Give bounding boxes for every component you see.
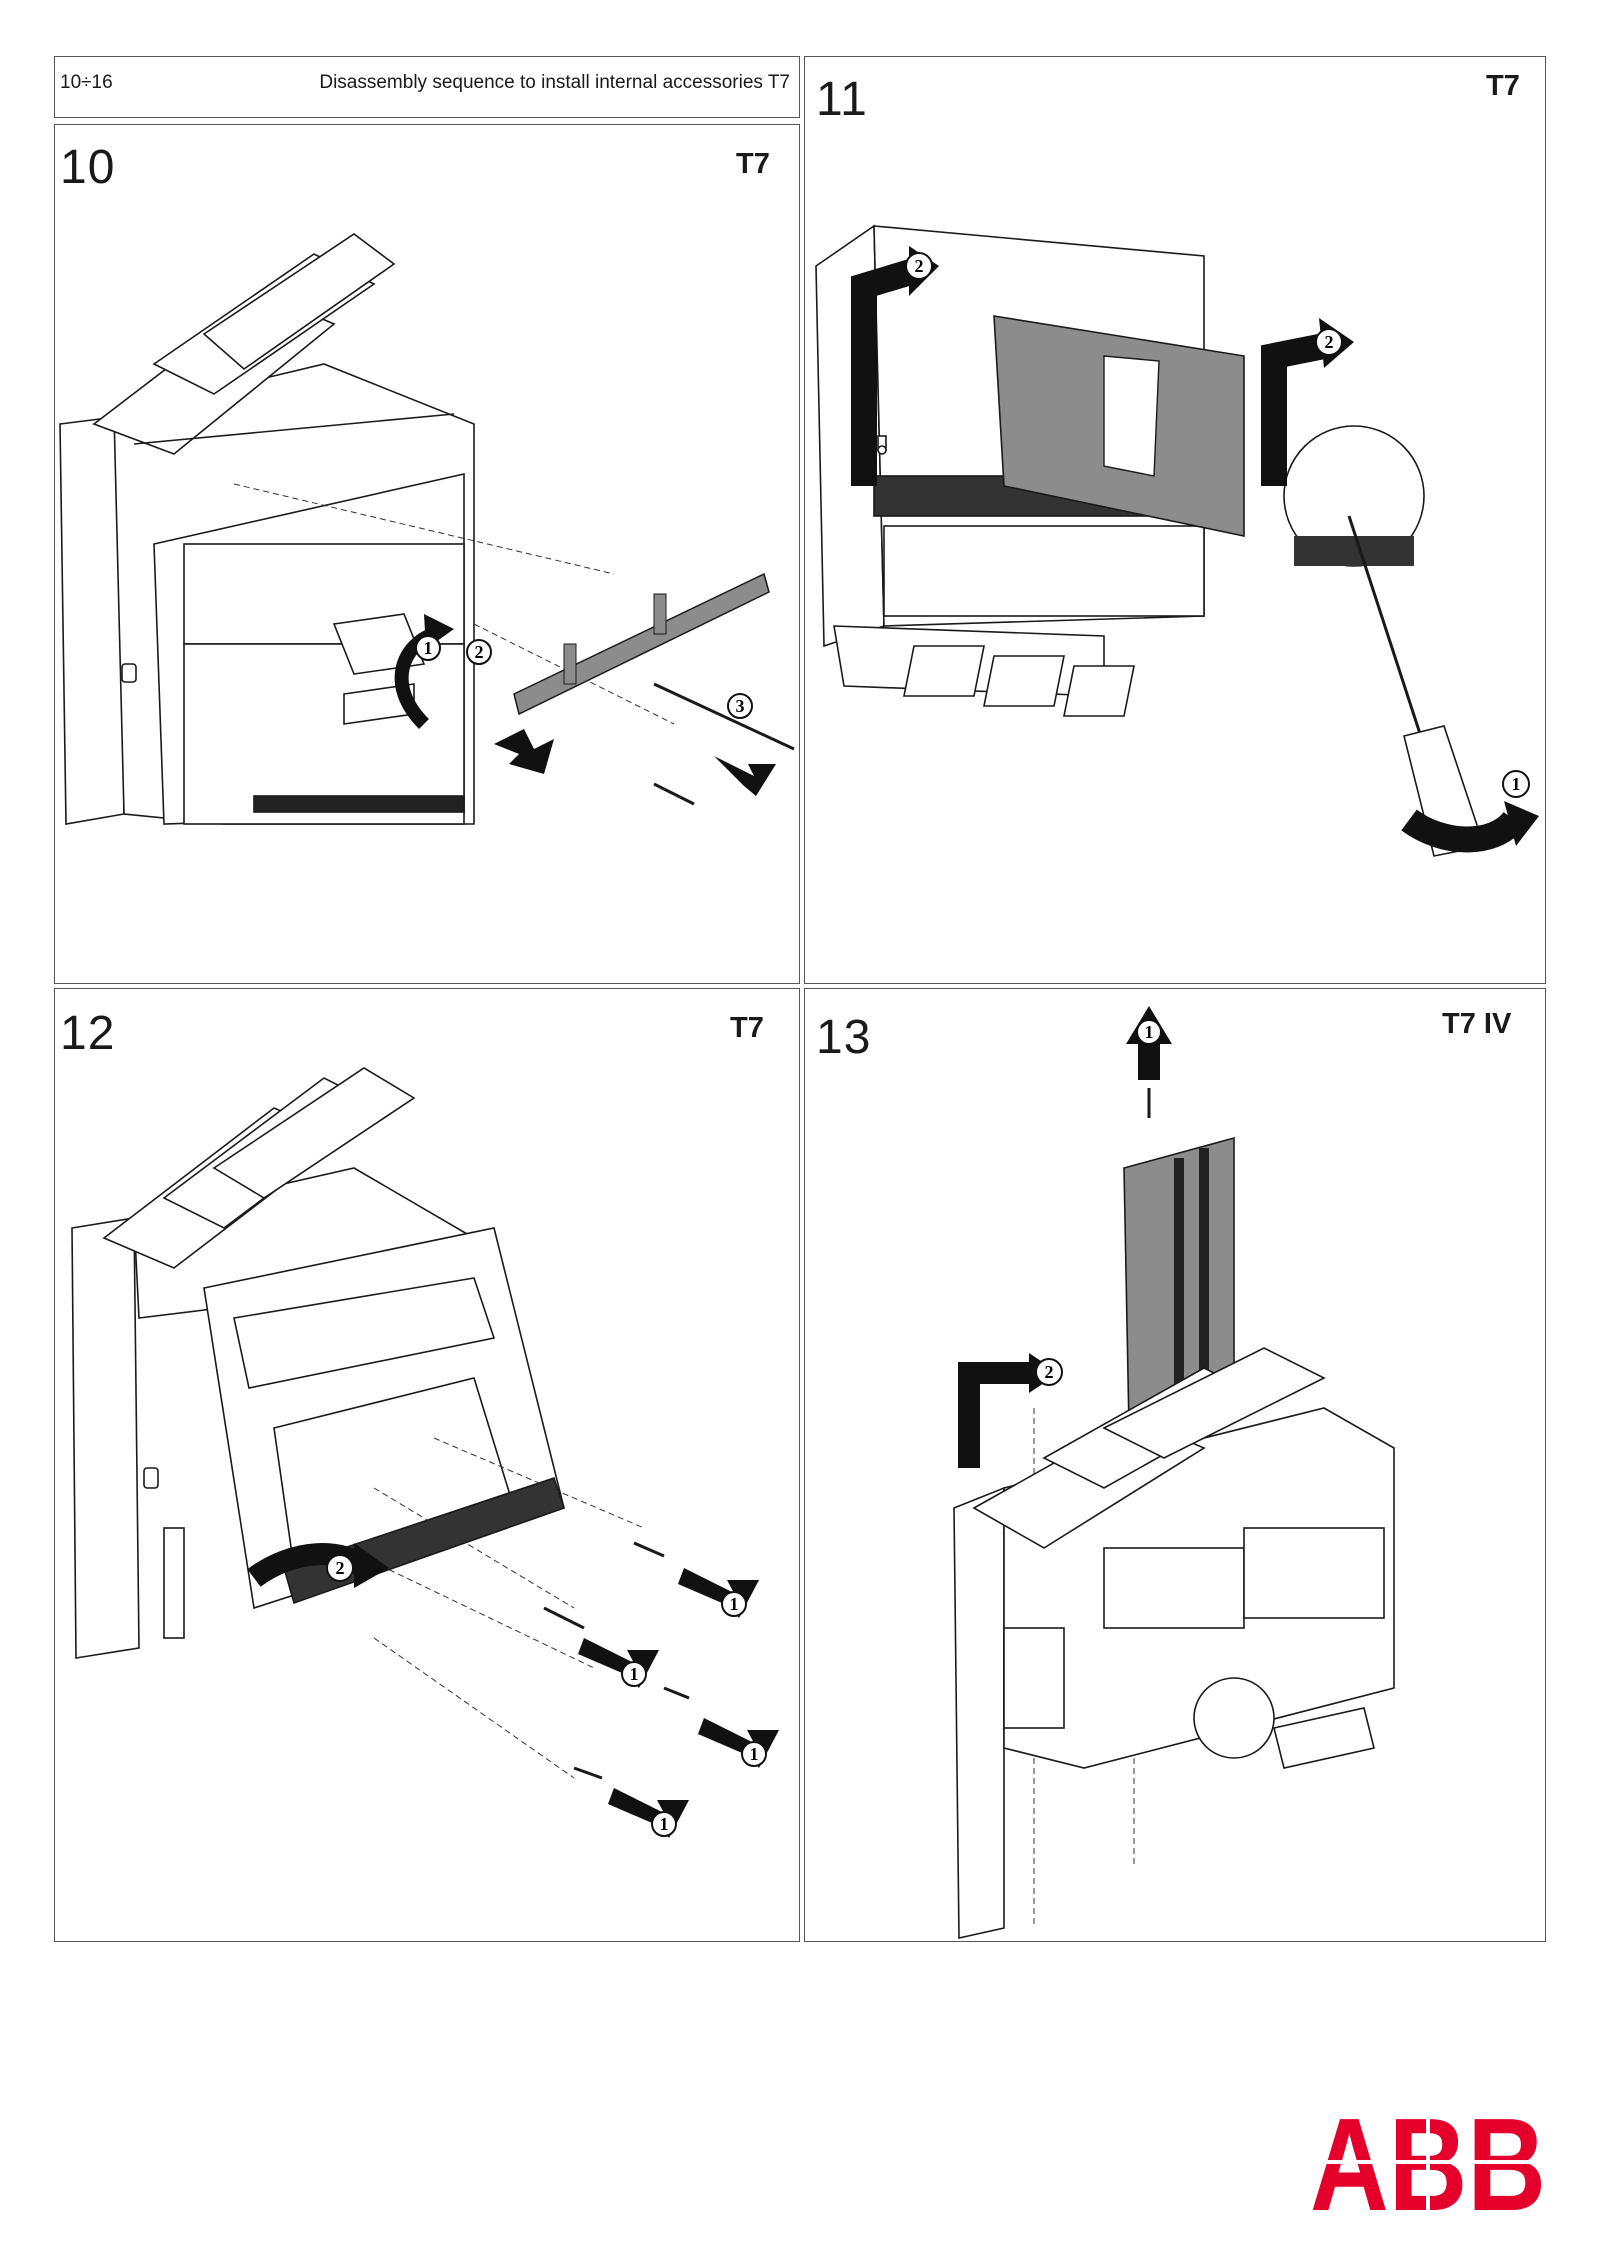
breaker-illustration-10: 1 2 3 (59, 233, 795, 825)
svg-text:2: 2 (915, 256, 924, 276)
svg-text:1: 1 (1512, 774, 1521, 794)
svg-text:1: 1 (750, 1744, 759, 1764)
svg-text:2: 2 (336, 1558, 345, 1578)
callout-icon: 1 2 (1035, 1019, 1162, 1386)
svg-text:1: 1 (424, 638, 433, 658)
abb-logo: ABB (1310, 2110, 1550, 2214)
header-box (54, 56, 800, 118)
step-number-12: 12 (60, 1007, 116, 1060)
svg-text:2: 2 (1325, 332, 1334, 352)
svg-text:1: 1 (730, 1594, 739, 1614)
svg-text:2: 2 (1045, 1362, 1054, 1382)
svg-text:2: 2 (475, 642, 484, 662)
svg-text:1: 1 (1145, 1022, 1154, 1042)
step-number-11: 11 (816, 73, 868, 126)
svg-text:1: 1 (660, 1814, 669, 1834)
model-tag-11: T7 (1486, 70, 1520, 102)
page-title: Disassembly sequence to install internal… (319, 72, 790, 93)
model-tag-10: T7 (736, 148, 770, 180)
step-number-10: 10 (60, 141, 116, 194)
model-tag-13: T7 IV (1442, 1008, 1512, 1040)
breaker-illustration-13: 1 2 (953, 1006, 1395, 1939)
model-tag-12: T7 (730, 1012, 764, 1044)
breaker-illustration-12: 2 1 1 1 1 (71, 1067, 779, 1838)
callout-icon: 2 2 1 (905, 252, 1530, 798)
breaker-illustration-11: 2 2 1 (815, 224, 1539, 857)
step-number-13: 13 (816, 1011, 872, 1064)
callout-icon: 1 2 3 (415, 635, 753, 719)
page-range: 10÷16 (60, 72, 113, 93)
svg-text:1: 1 (630, 1664, 639, 1684)
callout-icon: 2 1 1 1 1 (326, 1554, 767, 1837)
svg-text:3: 3 (736, 696, 745, 716)
